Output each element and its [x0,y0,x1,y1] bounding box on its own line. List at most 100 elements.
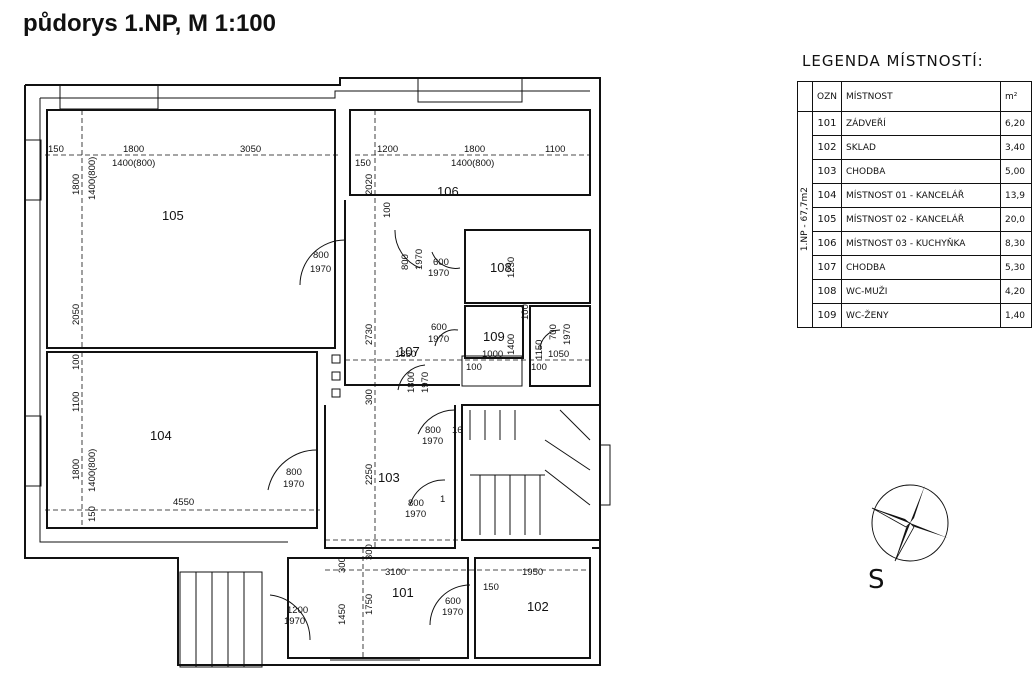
table-row: 109 WC-ŽENY 1,40 [798,303,1032,328]
dim-label: 2730 [364,324,375,345]
dim-label: 1970 [428,268,449,279]
legend-side-header [797,81,813,112]
dim-label: 4550 [173,497,194,508]
dim-label: 1970 [422,436,443,447]
legend-ozn: 103 [812,159,842,184]
dim-label: 100 [71,354,82,370]
legend-area: 5,00 [999,159,1032,184]
dim-label: 1150 [534,340,545,360]
legend-name: WC-ŽENY [840,303,1001,328]
table-row: 104 MÍSTNOST 01 - KANCELÁŘ 13,9 [798,183,1032,208]
dim-label: 1850 [395,349,416,360]
dim-label: 1200 [377,144,398,155]
dim-label: 1050 [548,349,569,360]
legend-area: 20,0 [999,207,1032,232]
dim-label: 1000 [482,349,503,360]
legend-header-ozn: OZN [812,81,842,112]
dim-label: 1970 [414,249,425,270]
legend-name: MÍSTNOST 02 - KANCELÁŘ [840,207,1001,232]
dim-label: 3100 [385,567,406,578]
dim-label: 1970 [284,616,305,627]
dim-label: 1970 [562,324,573,345]
dim-label: 2020 [364,174,375,195]
dim-label: 600 [445,596,461,607]
legend-name: MÍSTNOST 03 - KUCHYŇKA [840,231,1001,256]
legend-name: CHODBA [840,255,1001,280]
compass-label: S [868,565,885,595]
table-row: 106 MÍSTNOST 03 - KUCHYŇKA 8,30 [798,231,1032,256]
legend-name: ZÁDVEŘÍ [840,111,1001,136]
legend-title: LEGENDA MÍSTNOSTÍ: [802,52,984,70]
room-104-outline [46,351,318,529]
dim-label: 2050 [71,304,82,325]
legend-ozn: 102 [812,135,842,160]
dim-label: 150 [87,506,98,522]
table-row: 105 MÍSTNOST 02 - KANCELÁŘ 20,0 [798,207,1032,232]
legend-ozn: 107 [812,255,842,280]
legend-header-name: MÍSTNOST [840,81,1001,112]
dim-label: 1400(800) [87,157,98,200]
entrance-steps [179,571,263,668]
dim-label: 800 [425,425,441,436]
dim-label: 1970 [442,607,463,618]
legend-ozn: 101 [812,111,842,136]
dim-label: 1230 [506,257,517,278]
staircase [461,404,601,541]
room-label-107: 107 [398,344,420,359]
dim-label: 1950 [522,567,543,578]
table-row: 107 CHODBA 5,30 [798,255,1032,280]
dim-label: 100 [382,202,393,218]
dim-label: 600 [433,257,449,268]
room-label-101: 101 [392,585,414,600]
legend-area: 5,30 [999,255,1032,280]
legend-area: 3,40 [999,135,1032,160]
legend-ozn: 109 [812,303,842,328]
dim-label: 800 [408,498,424,509]
legend-ozn: 108 [812,279,842,304]
dim-label: 300 [364,389,375,405]
room-102-outline [474,557,591,659]
dim-label: 700 [548,324,559,340]
room-label-108: 108 [490,260,512,275]
dim-label: 150 [48,144,64,155]
dim-label: 1970 [405,509,426,520]
legend-name: CHODBA [840,159,1001,184]
room-label-103: 103 [378,470,400,485]
room-109-outline [464,305,524,359]
dimension-labels: 150 1800 3050 1400(800) 1200 1800 1100 1… [48,144,573,627]
table-row: 108 WC-MUŽI 4,20 [798,279,1032,304]
dim-label: 1800 [123,144,144,155]
legend-ozn: 104 [812,183,842,208]
dim-label: 100 [531,362,547,373]
dim-label: 1400(800) [112,158,155,169]
dim-label: 300 [364,544,375,560]
legend-area: 4,20 [999,279,1032,304]
dim-label: 1800 [71,174,82,195]
room-105-outline [46,109,336,349]
dim-label: 800 [400,254,411,270]
dim-label: 800 [286,467,302,478]
dim-label: 1 [440,494,445,505]
dim-label: 1970 [428,334,449,345]
dim-label: 1800 [406,372,417,393]
room-106-outline [349,109,591,196]
wc-stall-outline [529,305,591,387]
dim-label: 1400(800) [87,449,98,492]
page-title: půdorys 1.NP, M 1:100 [23,10,276,37]
legend-area: 6,20 [999,111,1032,136]
legend-side-cell: 1.NP - 67,7m2 [797,111,813,328]
dim-label: 600 [431,322,447,333]
dim-label: 1800 [464,144,485,155]
dim-label: 2250 [364,464,375,485]
dim-label: 1400 [506,334,517,355]
dim-label: 1750 [364,594,375,615]
legend-name: SKLAD [840,135,1001,160]
dim-label: 100 [466,362,482,373]
dim-label: 800 [313,250,329,261]
legend-header-area: m² [999,81,1032,112]
dim-label: 150 [355,158,371,169]
dim-label: 1200 [287,605,308,616]
dim-label: 100 [520,304,531,320]
dim-label: 1970 [283,479,304,490]
